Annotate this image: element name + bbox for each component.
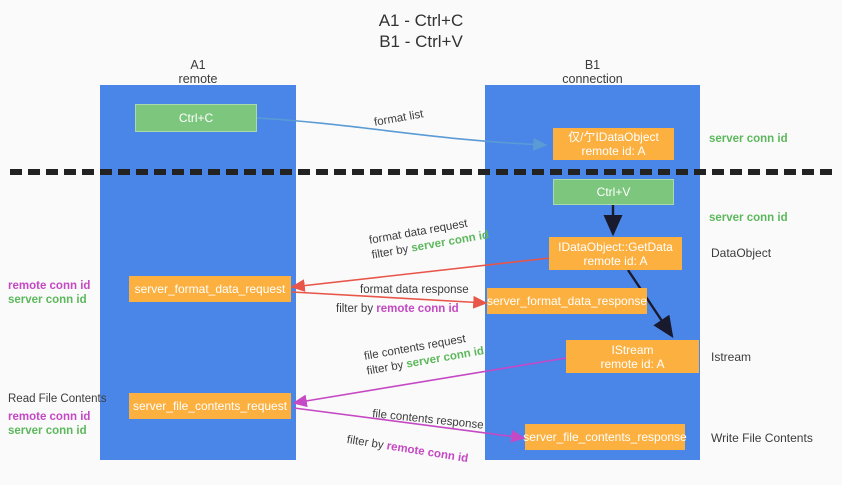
right-annotation-write-file-contents: Write File Contents [711, 431, 813, 445]
right-write-file-contents-text: Write File Contents [711, 431, 813, 445]
node-idataobject-top-line1: 仅/亇IDataObject [568, 130, 659, 144]
edge-format-data-response-line1: format data response [360, 284, 469, 296]
node-server-file-contents-response-label: server_file_contents_response [523, 430, 687, 444]
column-b1-role: connection [562, 72, 623, 86]
node-istream[interactable]: IStream remote id: A [566, 340, 699, 373]
node-idataobject-top-line2: remote id: A [581, 144, 646, 158]
page-title: A1 - Ctrl+C B1 - Ctrl+V [0, 10, 842, 52]
title-line-2: B1 - Ctrl+V [379, 32, 463, 51]
edge-label-format-data-request: format data request filter by server con… [368, 213, 490, 263]
right-annotation-server-conn-id-top: server conn id [709, 132, 788, 146]
filter-prefix: filter by [336, 303, 377, 315]
edge-label-file-contents-response: file contents response [371, 407, 485, 434]
right-istream-text: Istream [711, 350, 752, 364]
node-ctrl-c-label: Ctrl+C [178, 111, 214, 125]
left-annotation-file-block: Read File Contents remote conn id server… [8, 392, 106, 438]
node-idataobject-top[interactable]: 仅/亇IDataObject remote id: A [553, 128, 674, 160]
right-server-conn-id-top-text: server conn id [709, 133, 788, 145]
right-annotation-server-conn-id-mid: server conn id [709, 211, 788, 225]
edge-label-file-contents-response-filter: filter by remote conn id [346, 433, 470, 467]
node-server-file-contents-response[interactable]: server_file_contents_response [523, 424, 687, 450]
column-caption-a1: A1 remote [100, 58, 296, 86]
left-format-remote-conn-id: remote conn id [8, 280, 91, 292]
right-annotation-istream: Istream [711, 350, 751, 364]
edge-format-data-response-filter: filter by remote conn id [336, 298, 469, 317]
node-istream-line1: IStream [611, 342, 654, 357]
edge-label-format-data-response: format data response filter by remote co… [336, 283, 469, 317]
node-server-format-data-response-label: server_format_data_response [486, 294, 648, 308]
title-line-1: A1 - Ctrl+C [378, 11, 464, 30]
filter-value-remote-conn-id: remote conn id [376, 303, 459, 315]
node-ctrl-v-label: Ctrl+V [596, 185, 631, 199]
node-server-file-contents-request[interactable]: server_file_contents_request [129, 393, 291, 419]
filter-prefix: filter by [345, 433, 388, 453]
edge-label-file-contents-request: file contents request filter by server c… [363, 329, 485, 379]
column-caption-b1: B1 connection [485, 58, 700, 86]
right-annotation-dataobject: DataObject [711, 246, 771, 260]
node-getdata[interactable]: IDataObject::GetData remote id: A [549, 237, 682, 270]
left-format-server-conn-id: server conn id [8, 294, 87, 306]
node-istream-line2: remote id: A [600, 356, 665, 371]
edge-label-format-list: format list [373, 107, 425, 130]
left-file-heading: Read File Contents [8, 393, 107, 405]
column-a1-role: remote [178, 72, 218, 86]
node-getdata-line1: IDataObject::GetData [558, 239, 673, 254]
left-annotation-format-block: remote conn id server conn id [8, 279, 90, 307]
left-file-server-conn-id: server conn id [8, 425, 87, 437]
node-ctrl-c[interactable]: Ctrl+C [135, 104, 257, 132]
edge-label-format-list-text: format list [373, 108, 425, 129]
node-ctrl-v[interactable]: Ctrl+V [553, 179, 674, 205]
node-server-file-contents-request-label: server_file_contents_request [132, 399, 288, 413]
node-server-format-data-request-label: server_format_data_request [134, 282, 286, 296]
column-a1-name: A1 [190, 58, 206, 72]
right-server-conn-id-mid-text: server conn id [709, 212, 788, 224]
node-server-format-data-request[interactable]: server_format_data_request [129, 276, 291, 302]
dashed-divider [10, 169, 832, 175]
node-server-format-data-response[interactable]: server_format_data_response [487, 288, 647, 314]
node-getdata-line2: remote id: A [583, 253, 648, 268]
left-file-remote-conn-id: remote conn id [8, 411, 91, 423]
right-dataobject-text: DataObject [711, 246, 772, 260]
edge-file-contents-response-line1: file contents response [371, 407, 485, 432]
column-b1-name: B1 [584, 58, 601, 72]
filter-value-remote-conn-id: remote conn id [385, 440, 470, 466]
